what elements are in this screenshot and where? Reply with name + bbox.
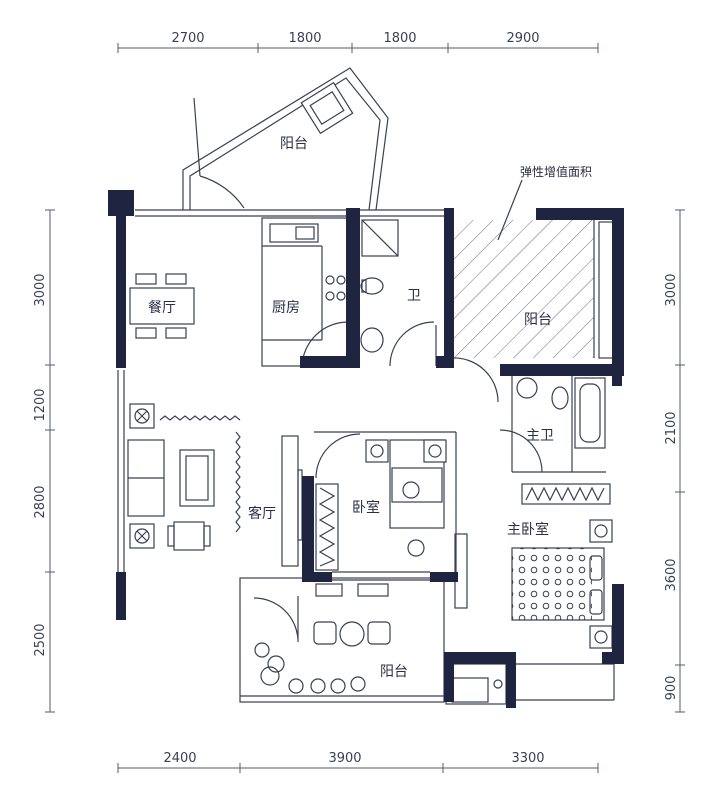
dim-top-1: 2700 xyxy=(171,31,204,46)
dim-right-4: 900 xyxy=(664,676,679,701)
annotation-leader xyxy=(497,179,523,241)
plant-icon xyxy=(254,642,366,694)
label-balcony-bottom: 阳台 xyxy=(380,664,408,680)
master-nightstand-bottom xyxy=(589,625,613,649)
bedroom-lamp-table xyxy=(365,439,389,463)
small-washer-icon xyxy=(451,677,489,703)
label-balcony-right: 阳台 xyxy=(524,312,552,328)
dim-top-4: 2900 xyxy=(506,31,539,46)
dim-bottom-1: 2400 xyxy=(163,751,196,766)
sink-icon xyxy=(269,223,319,243)
master-nightstand-top xyxy=(589,519,613,543)
balcony-cabinet-2 xyxy=(357,583,389,597)
stove-burner-icon xyxy=(325,275,335,285)
balcony-chair-left xyxy=(313,621,337,645)
dining-chair xyxy=(135,273,157,285)
dimension-right: 3000 2100 3600 900 xyxy=(664,209,685,713)
dimension-top: 2700 1800 1800 2900 xyxy=(117,31,599,53)
bedroom-nightstand xyxy=(423,439,447,463)
walls xyxy=(108,190,624,708)
dim-right-1: 3000 xyxy=(664,273,679,306)
bath-sink-icon xyxy=(360,327,384,353)
dim-top-3: 1800 xyxy=(383,31,416,46)
bedroom-chair-icon xyxy=(407,539,425,557)
label-bathroom: 卫 xyxy=(407,288,421,304)
dining-table xyxy=(129,287,195,325)
dim-left-4: 2500 xyxy=(33,623,48,656)
flexible-area-hatch xyxy=(452,220,594,358)
balcony-chair-right xyxy=(367,621,391,645)
label-bedroom: 卧室 xyxy=(352,499,380,516)
dim-bottom-2: 3900 xyxy=(328,751,361,766)
master-sink-icon xyxy=(516,377,538,399)
living-rug xyxy=(159,415,241,421)
dim-left-3: 2800 xyxy=(33,485,48,518)
dim-bottom-3: 3300 xyxy=(511,751,544,766)
coffee-table xyxy=(179,449,215,507)
label-balcony-top: 阳台 xyxy=(280,136,308,152)
washing-machine-icon xyxy=(300,81,354,135)
balcony-table xyxy=(339,621,365,647)
label-dining: 餐厅 xyxy=(148,300,176,316)
bedroom-wardrobe xyxy=(315,483,339,571)
label-master-bath: 主卫 xyxy=(526,428,554,444)
label-kitchen: 厨房 xyxy=(272,300,300,316)
dim-right-2: 2100 xyxy=(664,411,679,444)
label-living: 客厅 xyxy=(248,505,276,522)
dimension-bottom: 2400 3900 3300 xyxy=(117,751,599,773)
balcony-cabinet-1 xyxy=(315,583,343,597)
master-toilet-icon xyxy=(551,386,569,410)
dim-right-3: 3600 xyxy=(664,558,679,591)
flower-icon xyxy=(402,481,420,499)
tv-cabinet xyxy=(281,435,299,567)
dim-left-2: 1200 xyxy=(33,388,48,421)
dim-top-2: 1800 xyxy=(288,31,321,46)
label-master-bedroom: 主卧室 xyxy=(507,521,549,538)
armchair xyxy=(173,521,205,551)
interior-lines xyxy=(117,209,615,705)
balcony-top-outline xyxy=(182,67,389,211)
dimension-left: 3000 1200 2800 2500 xyxy=(33,209,55,713)
label-flexible-area: 弹性增值面积 xyxy=(520,164,592,179)
dim-left-1: 3000 xyxy=(33,273,48,306)
